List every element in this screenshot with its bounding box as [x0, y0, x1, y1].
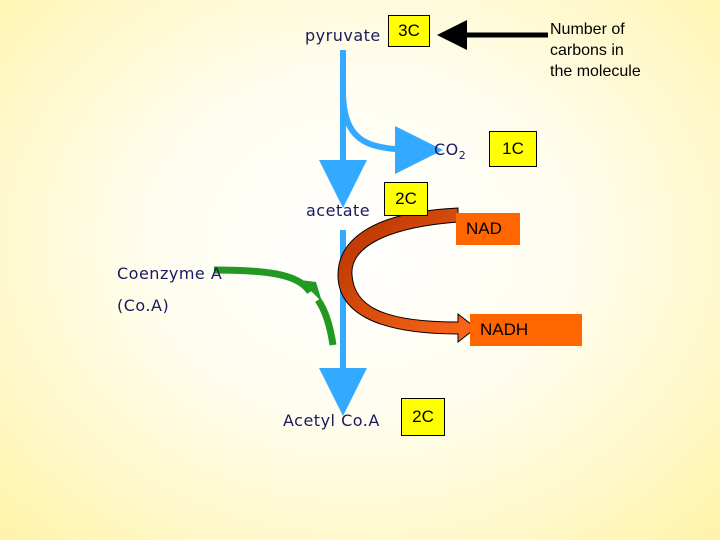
coenzyme-a-arrow	[213, 266, 313, 295]
carbon-box-2c-acetyl: 2C	[401, 398, 445, 436]
nad-box: NAD	[456, 213, 520, 245]
coenzyme-a-arrowhead	[300, 280, 322, 302]
carbon-count-note: Number of carbons in the molecule	[550, 19, 641, 82]
carbon-box-2c-acetate: 2C	[384, 182, 428, 216]
note-line-3: the molecule	[550, 63, 641, 80]
coa-label: (Co.A)	[117, 296, 170, 315]
co2-branch-arrow	[340, 94, 443, 174]
acetate-label: acetate	[306, 201, 371, 220]
acetyl-coa-label: Acetyl Co.A	[283, 411, 380, 430]
co2-main: CO	[434, 140, 459, 159]
pyruvate-label: pyruvate	[305, 26, 381, 45]
note-line-2: carbons in	[550, 42, 624, 59]
carbon-box-3c: 3C	[388, 15, 430, 47]
carbon-box-1c: 1C	[489, 131, 537, 167]
nadh-box: NADH	[470, 314, 582, 346]
note-line-1: Number of	[550, 21, 625, 38]
coenzyme-a-label: Coenzyme A	[117, 264, 223, 283]
nad-to-nadh-arrow	[337, 207, 477, 344]
co2-label: CO2	[434, 140, 466, 162]
coenzyme-a-arrow-tail	[315, 297, 337, 346]
co2-subscript: 2	[458, 149, 467, 163]
